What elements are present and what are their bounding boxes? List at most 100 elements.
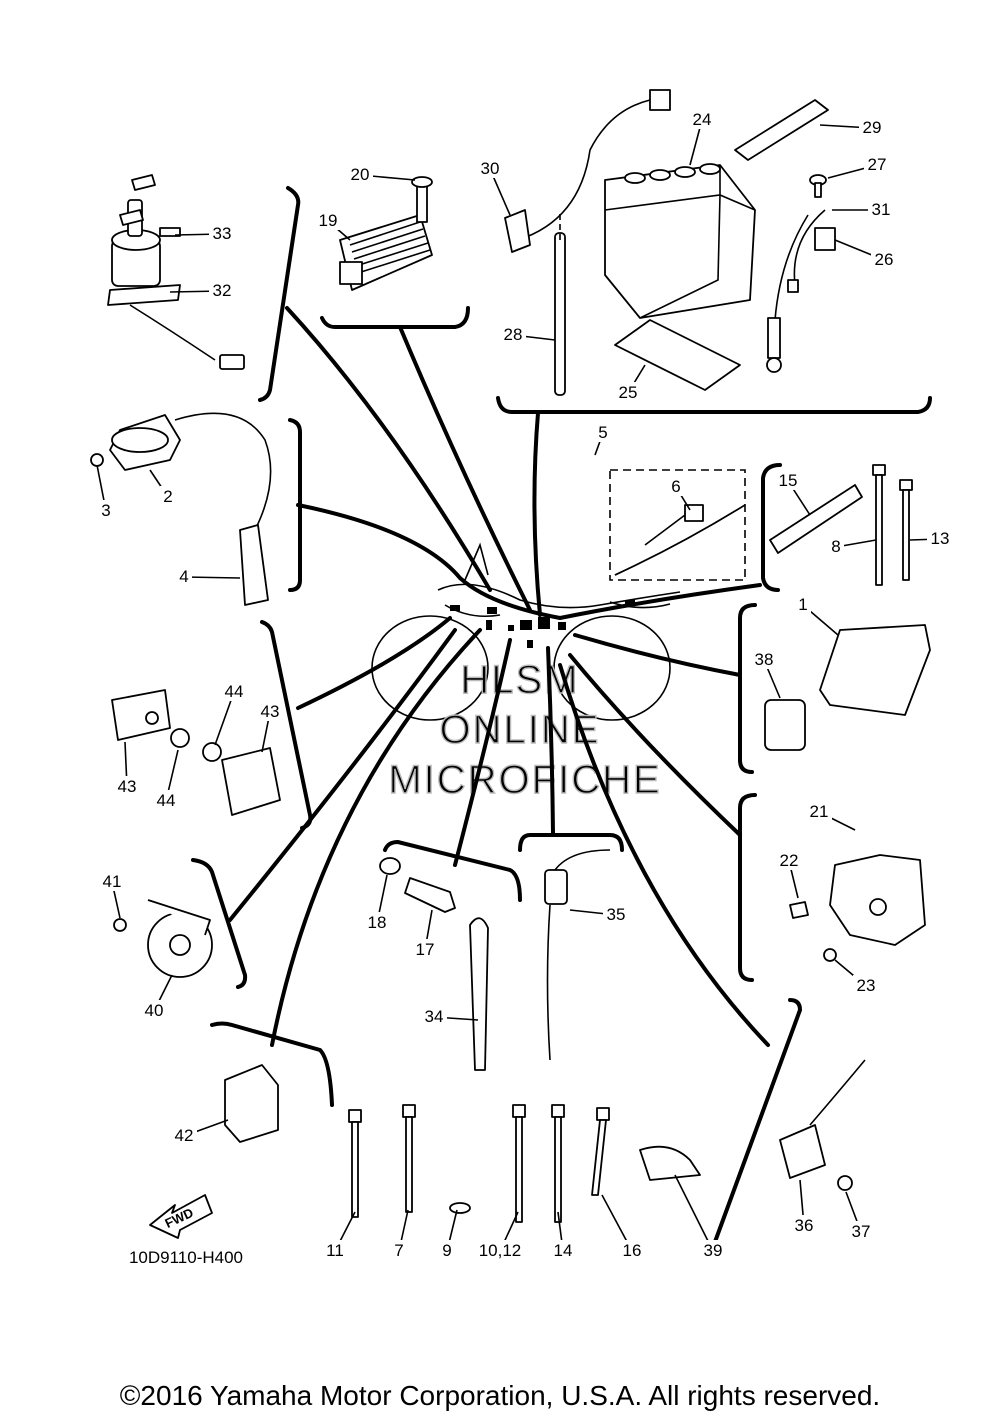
callout-bg [477, 158, 503, 178]
callout-bg [98, 500, 114, 520]
ignition-coil [90, 412, 272, 606]
vehicle-outline [371, 542, 681, 721]
callout-16: 16 [623, 1241, 642, 1260]
callout-bg [439, 1240, 455, 1260]
callout-bg [668, 476, 684, 496]
callout-32: 32 [213, 281, 232, 300]
callout-35: 35 [607, 905, 626, 924]
callout-36: 36 [795, 1216, 814, 1235]
callout-8: 8 [831, 537, 840, 556]
callout-bg [795, 594, 811, 614]
callout-bg [315, 210, 341, 230]
callout-44: 44 [225, 682, 244, 701]
callout-17: 17 [416, 940, 435, 959]
callout-bg [391, 1240, 407, 1260]
callout-19: 19 [319, 211, 338, 230]
horn [113, 899, 213, 978]
watermark: HLSM ONLINE MICROFICHE [388, 657, 661, 802]
starter-relay [789, 854, 926, 962]
rectifier-regulator [339, 176, 433, 291]
callout-15: 15 [779, 471, 798, 490]
callout-bg [700, 1240, 726, 1260]
callout-20: 20 [351, 165, 370, 184]
callout-28: 28 [504, 325, 523, 344]
neutral-switch-group [379, 857, 489, 1071]
negative-lead [766, 174, 836, 373]
main-switch [107, 174, 245, 370]
callout-bg [472, 1240, 528, 1260]
callout-31: 31 [872, 200, 891, 219]
callout-38: 38 [755, 650, 774, 669]
callout-bg [114, 776, 140, 796]
callout-33: 33 [213, 224, 232, 243]
callout-bg [347, 164, 373, 184]
callout-26: 26 [875, 250, 894, 269]
callout-bg [257, 701, 283, 721]
callout-bg [221, 681, 247, 701]
callout-7: 7 [394, 1241, 403, 1260]
battery [604, 163, 756, 319]
callout-bg [171, 1125, 197, 1145]
callout-3: 3 [101, 501, 110, 520]
callout-23: 23 [857, 976, 876, 995]
callout-bg [689, 109, 715, 129]
battery-pad [614, 319, 741, 391]
callout-6: 6 [671, 477, 680, 496]
callout-bg [864, 154, 890, 174]
callout-43: 43 [261, 702, 280, 721]
callout-bg [99, 871, 125, 891]
group-brackets [191, 186, 932, 1252]
callout-4: 4 [179, 567, 188, 586]
callout-1: 1 [798, 595, 807, 614]
callout-bg [828, 536, 844, 556]
callout-bg [209, 280, 235, 300]
callout-bg [848, 1221, 874, 1241]
callout-bg [853, 975, 879, 995]
callout-18: 18 [368, 913, 387, 932]
cable-ties [348, 1104, 701, 1223]
callout-41: 41 [103, 872, 122, 891]
callout-bg [500, 324, 526, 344]
callout-bg [322, 1240, 348, 1260]
cdi-unit [819, 624, 931, 716]
callout-bg [421, 1006, 447, 1026]
svg-text:ONLINE: ONLINE [440, 708, 601, 752]
callout-bg [603, 904, 629, 924]
ties-and-tube [769, 464, 913, 586]
breather-pipe [554, 210, 566, 396]
fuel-cock [779, 1059, 866, 1191]
callout-11: 11 [326, 1241, 344, 1260]
group-leaders [228, 306, 770, 1047]
callout-leader [674, 1174, 714, 1252]
fwd-arrow: FWD [149, 1194, 213, 1239]
callout-bg [859, 117, 885, 137]
callout-bg [141, 1000, 167, 1020]
callout-bg [776, 850, 802, 870]
wire-harness-detail [609, 469, 746, 581]
callout-bg [619, 1240, 645, 1260]
callout-2: 2 [163, 487, 172, 506]
switch-35 [544, 849, 611, 1061]
callout-39: 39 [704, 1241, 723, 1260]
callout-leader [183, 576, 241, 579]
callout-5: 5 [598, 423, 607, 442]
tail-light [111, 689, 281, 816]
callout-bg [868, 199, 894, 219]
callout-21: 21 [810, 802, 829, 821]
flasher-relay [224, 1064, 279, 1143]
callout-30: 30 [481, 159, 500, 178]
relay-38 [764, 699, 806, 751]
callout-29: 29 [863, 118, 882, 137]
callout-10-12: 10,12 [479, 1241, 522, 1260]
callout-bg [209, 223, 235, 243]
callout-bg [412, 939, 438, 959]
callout-14: 14 [554, 1241, 573, 1260]
callout-43: 43 [118, 777, 137, 796]
callout-9: 9 [442, 1241, 451, 1260]
callout-bg [615, 382, 641, 402]
copyright-notice: ©2016 Yamaha Motor Corporation, U.S.A. A… [119, 1380, 881, 1411]
callout-bg [775, 470, 801, 490]
callout-bg [751, 649, 777, 669]
callout-bg [176, 566, 192, 586]
